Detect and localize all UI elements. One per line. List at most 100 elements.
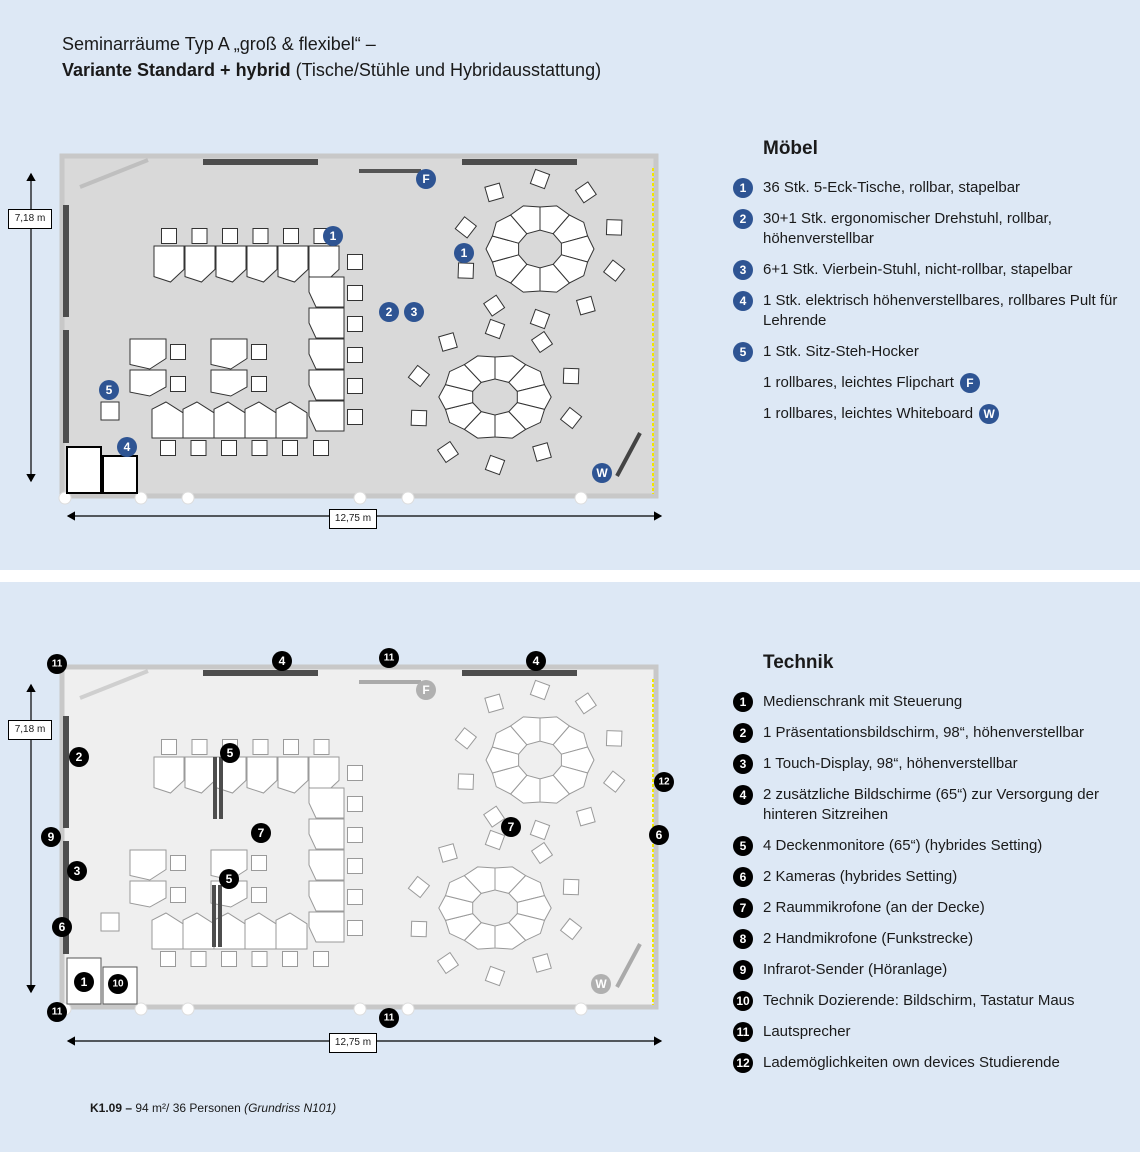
furniture-text-5: 1 Stk. Sitz-Steh-Hocker [763,343,919,360]
tech-marker-4: 4 [272,651,292,671]
whiteboard-marker-label: W [596,466,608,480]
tech-marker-7: 7 [251,823,271,843]
tech-marker-4-circle [272,651,292,671]
tech-marker-12: 12 [654,772,674,792]
chair [347,316,363,332]
desk [508,874,546,903]
whiteboard-bar [615,943,642,988]
desk [210,849,248,881]
tech-marker-4: 4 [526,651,546,671]
desk [560,235,595,263]
desk [277,756,309,794]
tech-marker-11: 11 [379,1008,399,1028]
chair [532,953,552,973]
chair [484,693,505,714]
tech-marker-6: 6 [52,917,72,937]
desk [129,369,167,397]
desk [552,765,589,795]
room-id: K1.09 – [90,1101,133,1115]
technology-text-2: 1 Präsentationsbildschirm, 98“, höhenver… [763,724,1084,741]
chair [251,855,267,871]
chair [283,739,299,755]
four-leg-chair-marker-circle [404,302,424,322]
desk [508,402,546,431]
chair [160,440,176,456]
whiteboard-marker-faded-circle [591,974,611,994]
chair [530,841,554,865]
tech-marker-1: 1 [74,972,94,992]
left-wall-board-upper [63,716,69,828]
technology-text-9: Infrarot-Sender (Höranlage) [763,961,948,978]
height-dim-label-top: 7,18 m [8,209,52,229]
left-wall-board-lower [63,330,69,443]
desk-marker: 1 [323,226,343,246]
ceiling-monitor-bar [212,885,216,947]
top-wall-screen-right [462,159,577,165]
stool-marker-label: 5 [106,383,113,397]
tech-marker-6-circle [52,917,72,937]
desk [463,866,496,894]
desk [494,922,527,950]
tech-marker-6-label: 6 [656,828,663,842]
chair [221,951,237,967]
desk [552,725,589,755]
tech-marker-7: 7 [501,817,521,837]
chair [484,829,506,851]
chair [347,409,363,425]
four-leg-chair-marker-label: 3 [411,305,418,319]
width-dim-label-top: 12,75 m [329,509,377,529]
desk-marker-circle [454,243,474,263]
chair [252,228,269,244]
desk [308,756,340,794]
chair [574,181,597,204]
tech-marker-10: 10 [108,974,128,994]
tech-marker-12-label: 12 [658,777,670,788]
desk [308,245,340,283]
desk [552,214,589,244]
swivel-chair-marker: 2 [379,302,399,322]
furniture-extra-marker: W [979,404,1000,425]
furniture-marker-3: 3 [733,260,753,280]
chair [484,454,506,476]
technology-marker-3: 3 [733,754,753,774]
tech-marker-11-circle [379,1008,399,1028]
flipchart-marker: F [416,169,436,189]
page-title-line2: Variante Standard + hybrid (Tische/Stühl… [62,60,601,81]
page-title-bold: Variante Standard + hybrid [62,60,291,80]
technology-marker-5: 5 [733,836,753,856]
chair [347,765,363,781]
desk-marker: 1 [454,243,474,263]
desk [308,338,345,370]
chair [313,951,329,967]
lectern-marker-label: 4 [124,440,131,454]
chair [484,182,505,203]
chair [347,889,363,905]
desk [210,338,248,370]
flipchart-marker-faded-circle [416,680,436,700]
chair [347,920,363,936]
table-cluster [407,829,583,987]
chair [410,920,428,938]
chair [559,917,583,941]
chair [602,259,626,282]
chair [252,739,269,755]
chair [484,318,506,340]
stool [100,401,120,421]
whiteboard-marker-faded-label: W [595,977,607,991]
window-marker [181,1002,195,1016]
teacher-lectern [102,455,138,494]
desk [560,746,595,774]
plan-reference: (Grundriss N101) [244,1101,337,1115]
chair [438,843,458,863]
desk [215,245,247,283]
chair [191,739,208,755]
tech-marker-9-circle [41,827,61,847]
